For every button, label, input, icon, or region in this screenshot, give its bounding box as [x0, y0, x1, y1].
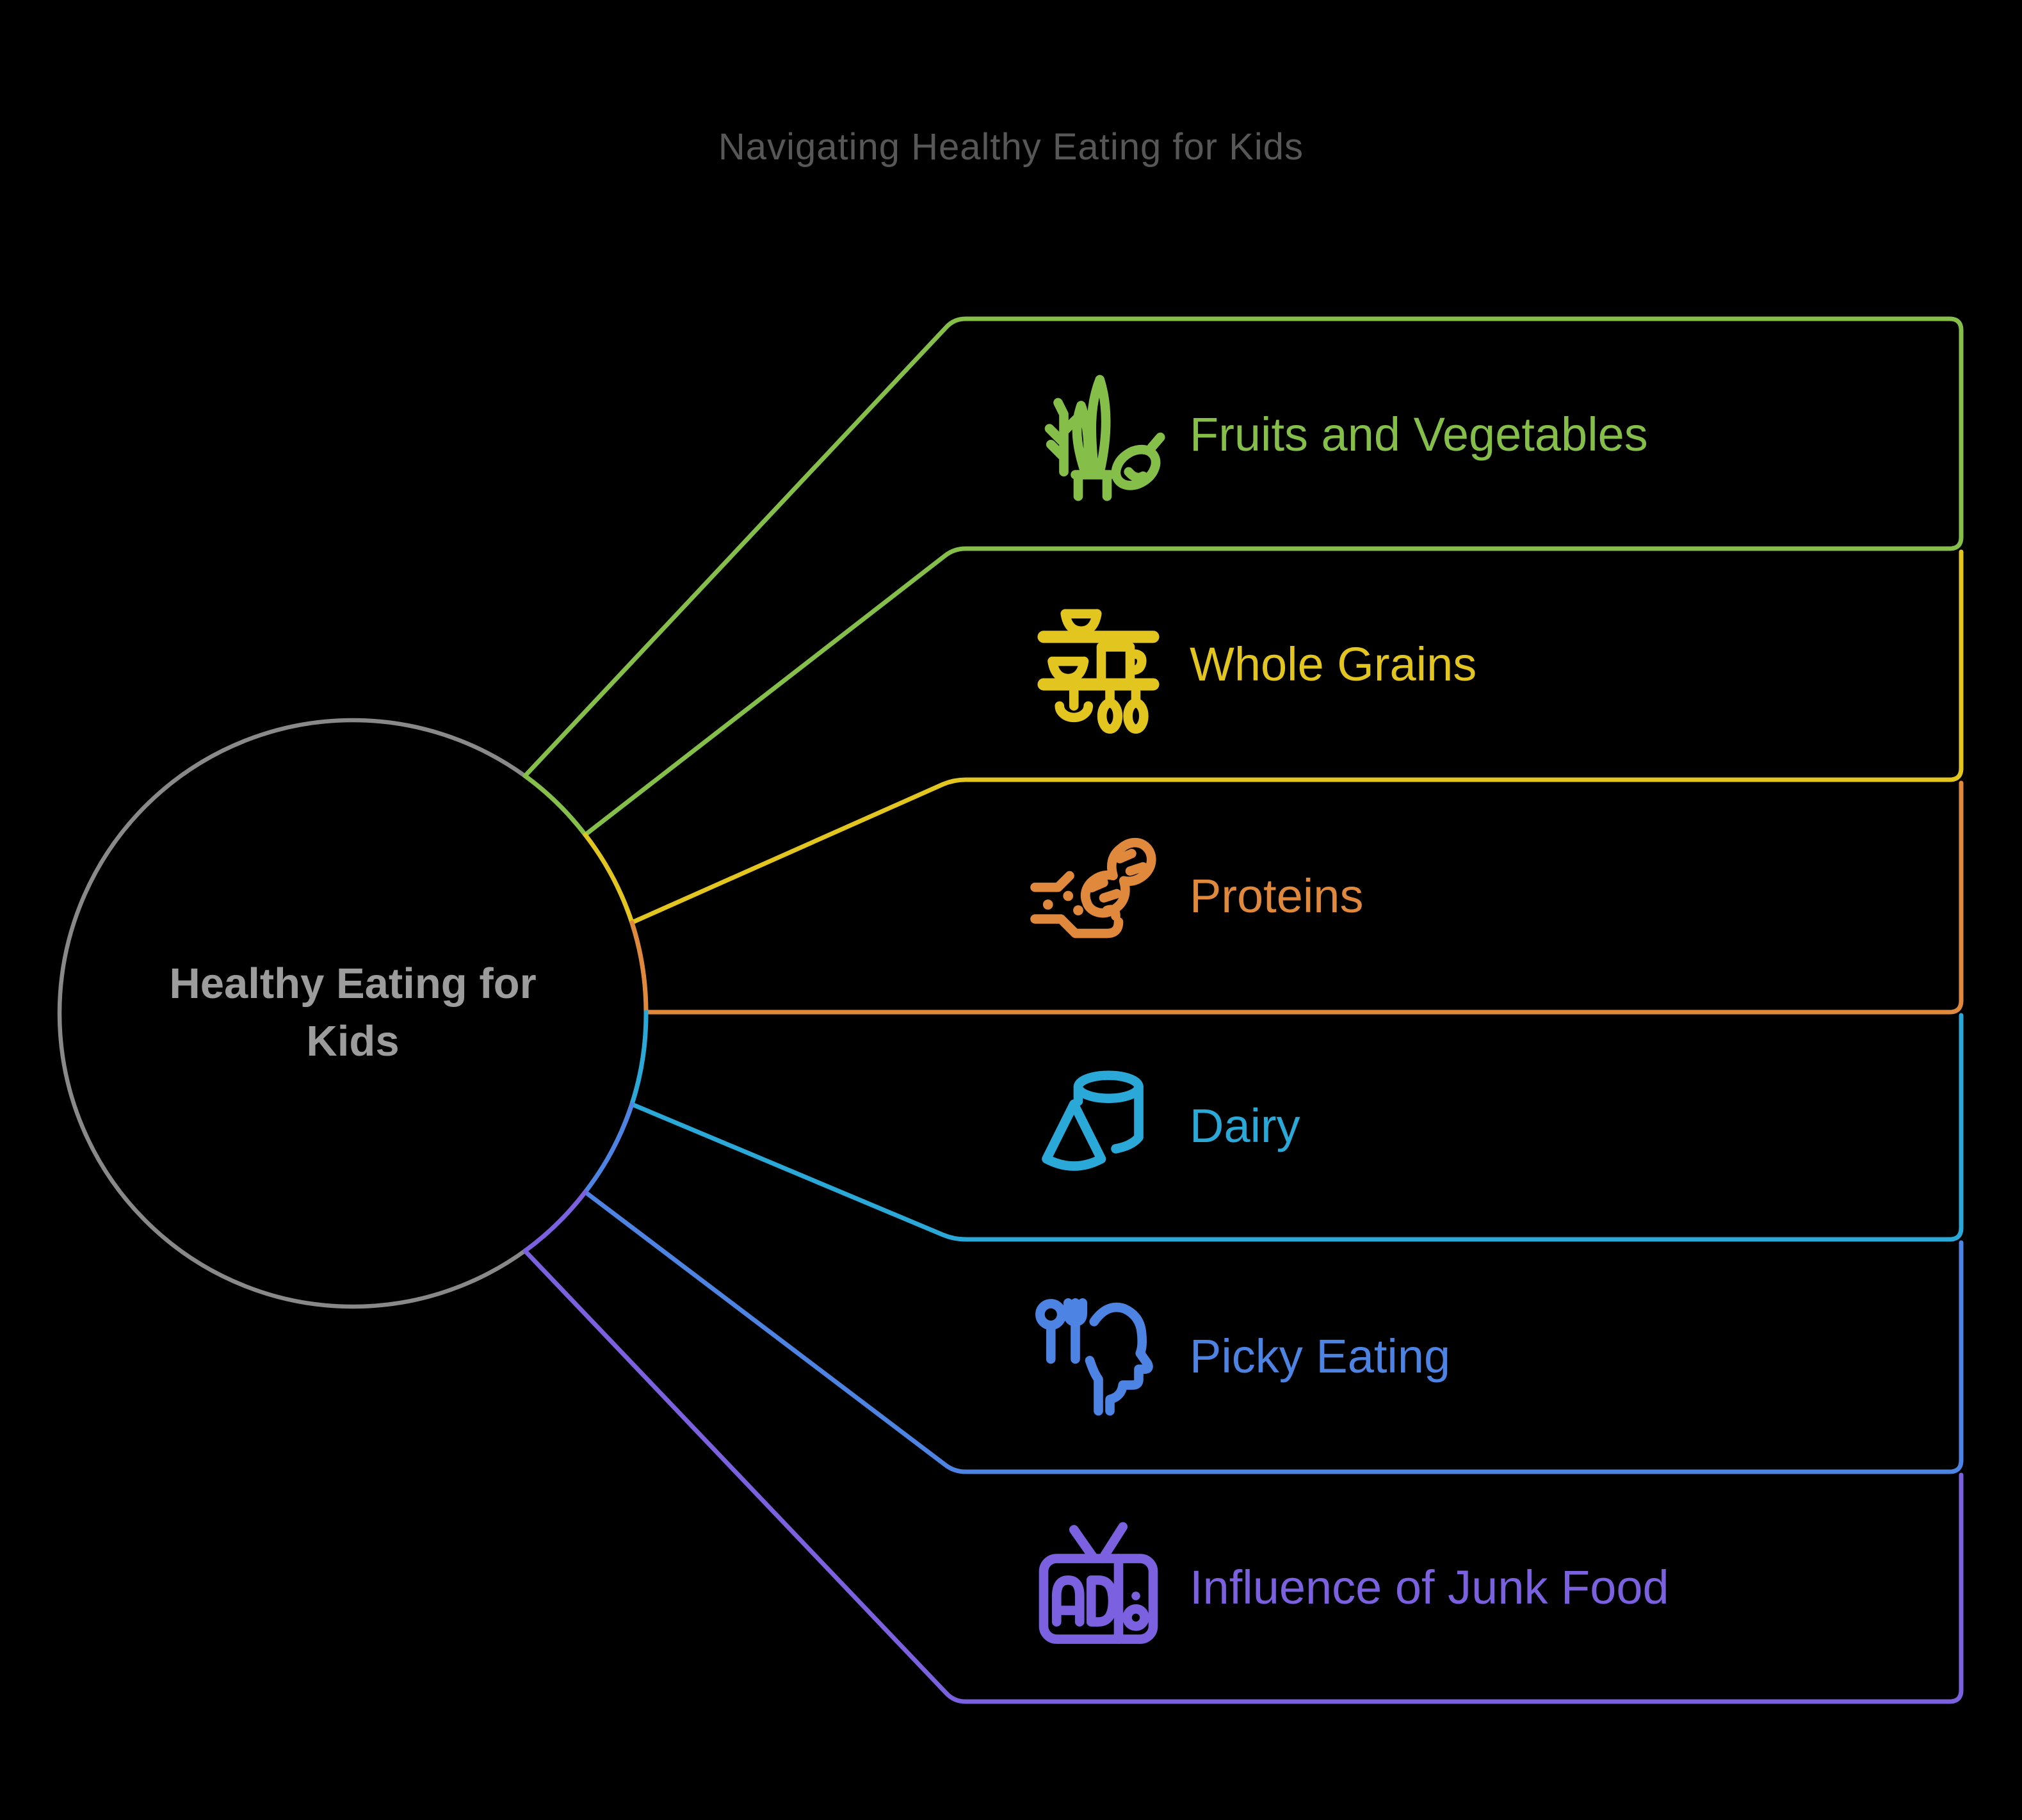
center-topic-line2: Kids: [306, 1017, 400, 1065]
branch-label: Proteins: [1190, 869, 1364, 922]
page-title: Navigating Healthy Eating for Kids: [718, 126, 1304, 168]
picky-eating-icon: [1026, 1284, 1170, 1428]
dairy-icon: [1026, 1054, 1170, 1198]
branch-label: Influence of Junk Food: [1190, 1560, 1669, 1614]
branch-band-picky-eating: [583, 1102, 1964, 1474]
branch-label: Dairy: [1190, 1099, 1300, 1152]
center-topic-line1: Healthy Eating for: [169, 960, 537, 1008]
branch-band-whole-grains: [583, 549, 1964, 925]
branch-label: Picky Eating: [1190, 1329, 1451, 1383]
branch-band-proteins: [629, 780, 1964, 1015]
branch-band-fruits: [522, 316, 1964, 837]
junk-food-icon: [1026, 1515, 1170, 1659]
whole-grains-icon: [1026, 592, 1170, 736]
branch-label: Fruits and Vegetables: [1190, 407, 1648, 461]
proteins-icon: [1026, 824, 1170, 968]
center-topic-label: Healthy Eating for Kids: [97, 955, 609, 1070]
branch-band-junk-food: [522, 1189, 1964, 1704]
fruits-vegetables-icon: [1026, 362, 1170, 506]
branch-band-dairy: [629, 1010, 1964, 1242]
branch-label: Whole Grains: [1190, 637, 1477, 691]
